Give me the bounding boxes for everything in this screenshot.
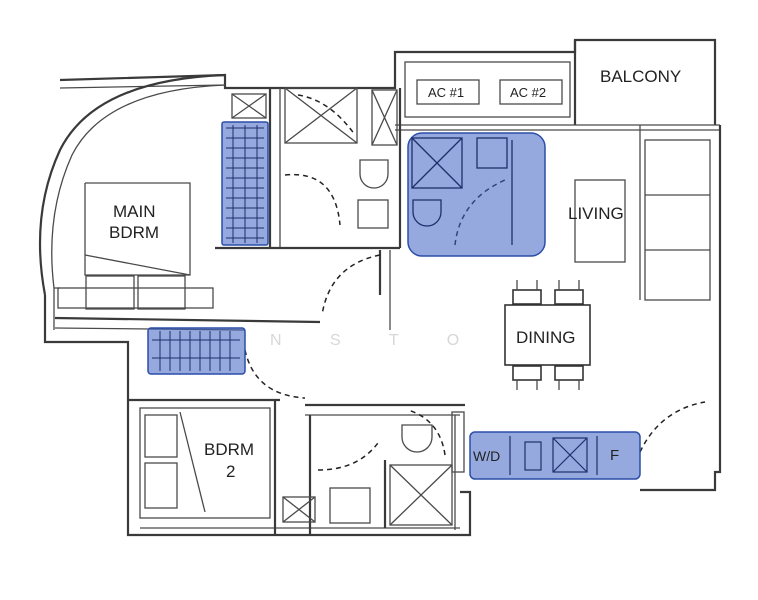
top-bathroom xyxy=(231,87,398,229)
ac-ledge xyxy=(404,61,571,118)
fridge-label: F xyxy=(610,447,619,464)
main-bdrm-label-line2: BDRM xyxy=(109,223,159,242)
highlight-common-bathroom xyxy=(407,132,546,257)
living-label: LIVING xyxy=(568,204,624,223)
washer-dryer-label: W/D xyxy=(473,448,500,464)
balcony-label: BALCONY xyxy=(600,67,681,86)
interior-walls xyxy=(54,88,641,535)
dining-set xyxy=(504,280,591,390)
highlight-bdrm2-wardrobe xyxy=(147,327,246,375)
bdrm2-label-line2: 2 xyxy=(226,462,235,481)
living-furniture xyxy=(574,139,711,301)
main-bdrm-label-line1: MAIN xyxy=(113,202,156,221)
watermark-text: N S T O N H xyxy=(270,332,601,349)
highlight-main-wardrobe xyxy=(221,121,269,246)
main-bedroom-bed xyxy=(57,182,214,310)
ac1-label: AC #1 xyxy=(428,85,464,100)
bedroom-2-furniture xyxy=(139,407,465,526)
ac2-label: AC #2 xyxy=(510,85,546,100)
outer-walls xyxy=(38,38,722,537)
bdrm2-label-line1: BDRM xyxy=(204,440,254,459)
highlight-kitchen xyxy=(469,431,641,480)
dining-label: DINING xyxy=(516,328,576,347)
